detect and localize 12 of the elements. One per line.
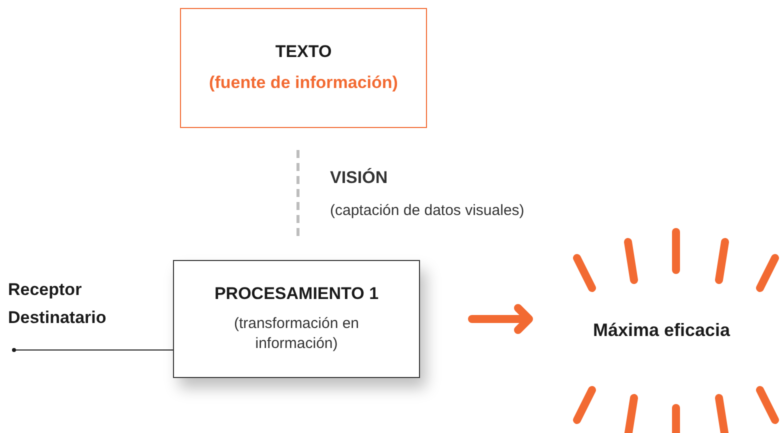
arrow <box>468 304 533 334</box>
box-title: PROCESAMIENTO 1 <box>214 283 379 306</box>
box-title: TEXTO <box>275 41 332 64</box>
connector-line <box>12 348 174 352</box>
source-box <box>180 8 427 128</box>
box-description: (transformación en información) <box>232 314 360 354</box>
box-subtitle: (fuente de información) <box>209 72 398 94</box>
result-label: Máxima eficacia <box>592 319 730 342</box>
channel-label: VISIÓN <box>330 168 388 188</box>
channel-description: (captación de datos visuales) <box>330 202 524 219</box>
node-label: Receptor Destinatario <box>8 279 108 330</box>
process-box <box>173 260 420 378</box>
